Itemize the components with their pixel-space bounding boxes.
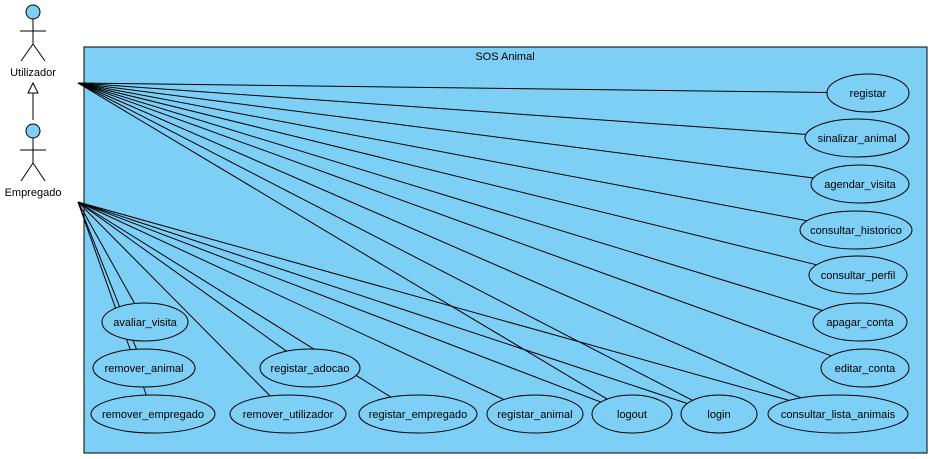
association-utilizador-consultar_lista_animais	[77, 82, 802, 399]
use-case-label: registar	[850, 88, 887, 100]
use-case-agendar-visita[interactable]: agendar_visita	[810, 164, 910, 204]
use-case-ellipse	[92, 348, 196, 388]
use-case-ellipse	[591, 394, 673, 434]
association-utilizador-agendar_visita	[77, 82, 814, 179]
use-case-editar-conta[interactable]: editar_conta	[820, 348, 910, 388]
use-case-ellipse	[808, 255, 908, 295]
use-case-registar[interactable]: registar	[826, 73, 910, 113]
use-case-label: editar_conta	[835, 363, 896, 375]
use-case-label: registar_empregado	[369, 409, 467, 421]
actor-label: Empregado	[5, 187, 62, 199]
use-case-remover-utilizador[interactable]: remover_utilizador	[229, 394, 347, 434]
association-empregado-registar_animal	[77, 201, 505, 400]
use-case-ellipse	[229, 394, 347, 434]
use-case-label: consultar_lista_animais	[781, 409, 896, 421]
use-case-ellipse	[259, 348, 361, 388]
association-empregado-remover_utilizador	[77, 201, 271, 397]
use-case-apagar-conta[interactable]: apagar_conta	[812, 302, 908, 342]
use-case-logout[interactable]: logout	[591, 394, 673, 434]
association-utilizador-registar	[77, 82, 828, 93]
association-utilizador-consultar_historico	[77, 82, 808, 222]
association-empregado-avaliar_visita	[77, 201, 136, 304]
use-case-ellipse	[810, 164, 910, 204]
use-case-ellipse	[101, 302, 189, 342]
use-case-ellipse	[804, 118, 910, 158]
actor-head-icon	[25, 4, 41, 20]
use-case-login[interactable]: login	[680, 394, 758, 434]
use-case-ellipse	[767, 394, 909, 434]
use-case-consultar-historico[interactable]: consultar_historico	[799, 210, 913, 250]
use-case-ellipse	[680, 394, 758, 434]
use-case-label: registar_animal	[497, 409, 572, 421]
use-case-label: consultar_historico	[810, 225, 902, 237]
actor-label: Utilizador	[10, 67, 56, 79]
use-case-registar-empregado[interactable]: registar_empregado	[358, 394, 478, 434]
use-case-label: login	[707, 409, 730, 421]
use-case-registar-adocao[interactable]: registar_adocao	[259, 348, 361, 388]
use-case-ellipse	[486, 394, 584, 434]
association-empregado-login	[77, 201, 688, 404]
use-case-remover-empregado[interactable]: remover_empregado	[90, 394, 216, 434]
actor-head-icon	[25, 123, 41, 139]
association-utilizador-logout	[77, 82, 608, 400]
association-empregado-logout	[77, 201, 602, 403]
association-utilizador-sinalizar_animal	[77, 82, 806, 135]
use-case-ellipse	[90, 394, 216, 434]
association-empregado-consultar_lista_animais	[77, 201, 790, 401]
use-case-label: apagar_conta	[826, 317, 894, 329]
generalization-empregado-utilizador	[27, 81, 39, 120]
use-case-label: registar_adocao	[271, 363, 350, 375]
use-case-label: remover_empregado	[102, 409, 204, 421]
association-utilizador-login	[77, 82, 693, 401]
use-case-ellipse	[826, 73, 910, 113]
use-case-label: sinalizar_animal	[818, 133, 897, 145]
use-case-registar-animal[interactable]: registar_animal	[486, 394, 584, 434]
system-title: SOS Animal	[475, 51, 534, 63]
use-case-ellipse	[812, 302, 908, 342]
use-case-label: logout	[617, 409, 647, 421]
use-case-ellipse	[820, 348, 910, 388]
use-case-label: consultar_perfil	[821, 270, 896, 282]
actor-utilizador[interactable]: Utilizador	[10, 4, 56, 79]
use-case-ellipse	[358, 394, 478, 434]
use-case-ellipse	[799, 210, 913, 250]
association-utilizador-apagar_conta	[77, 82, 823, 311]
use-case-label: remover_animal	[105, 363, 184, 375]
use-case-label: agendar_visita	[824, 179, 896, 191]
use-case-label: avaliar_visita	[113, 317, 177, 329]
use-case-remover-animal[interactable]: remover_animal	[92, 348, 196, 388]
use-case-consultar-lista-animais[interactable]: consultar_lista_animais	[767, 394, 909, 434]
use-case-label: remover_utilizador	[243, 409, 334, 421]
association-utilizador-editar_conta	[77, 82, 832, 357]
use-cases: registar sinalizar_animal agendar_visitaco…	[90, 73, 913, 434]
association-utilizador-consultar_perfil	[77, 82, 817, 266]
use-case-sinalizar-animal[interactable]: sinalizar_animal	[804, 118, 910, 158]
use-case-avaliar-visita[interactable]: avaliar_visita	[101, 302, 189, 342]
use-case-consultar-perfil[interactable]: consultar_perfil	[808, 255, 908, 295]
actor-empregado[interactable]: Empregado	[5, 123, 62, 199]
association-empregado-registar_adocao	[77, 201, 287, 352]
